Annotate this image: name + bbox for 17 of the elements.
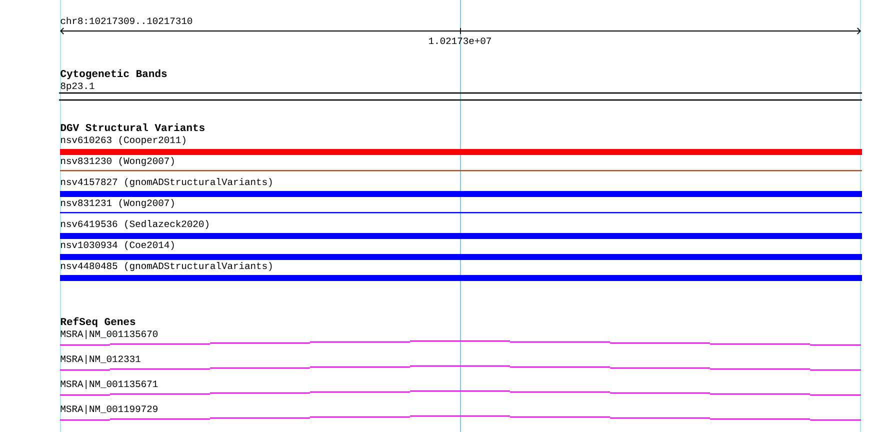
feature-label: nsv610263 (Cooper2011): [61, 136, 186, 145]
track-title: DGV Structural Variants: [60, 123, 204, 132]
track-title: Cytogenetic Bands: [60, 69, 167, 80]
feature-label: nsv4157827 (gnomADStructuralVariants): [61, 178, 272, 187]
feature-label: MSRA|NM_001199729: [60, 405, 158, 414]
track-title: RefSeq Genes: [60, 317, 136, 328]
feature-label: MSRA|NM_012331: [60, 355, 140, 364]
feature-label: nsv1030934 (Coe2014): [61, 241, 174, 250]
feature-label: nsv831230 (Wong2007): [61, 157, 174, 166]
feature-label: MSRA|NM_001135670: [60, 330, 158, 339]
feature-label: nsv831231 (Wong2007): [61, 199, 174, 208]
tick-label: 1.02173e+07: [429, 38, 491, 44]
location-label: chr8:10217309..10217310: [60, 17, 192, 24]
feature-label: nsv4480485 (gnomADStructuralVariants): [61, 262, 272, 271]
feature-label: 8p23.1: [60, 82, 94, 91]
feature-label: MSRA|NM_001135671: [60, 380, 158, 389]
feature-label: nsv6419536 (Sedlazeck2020): [61, 220, 208, 229]
